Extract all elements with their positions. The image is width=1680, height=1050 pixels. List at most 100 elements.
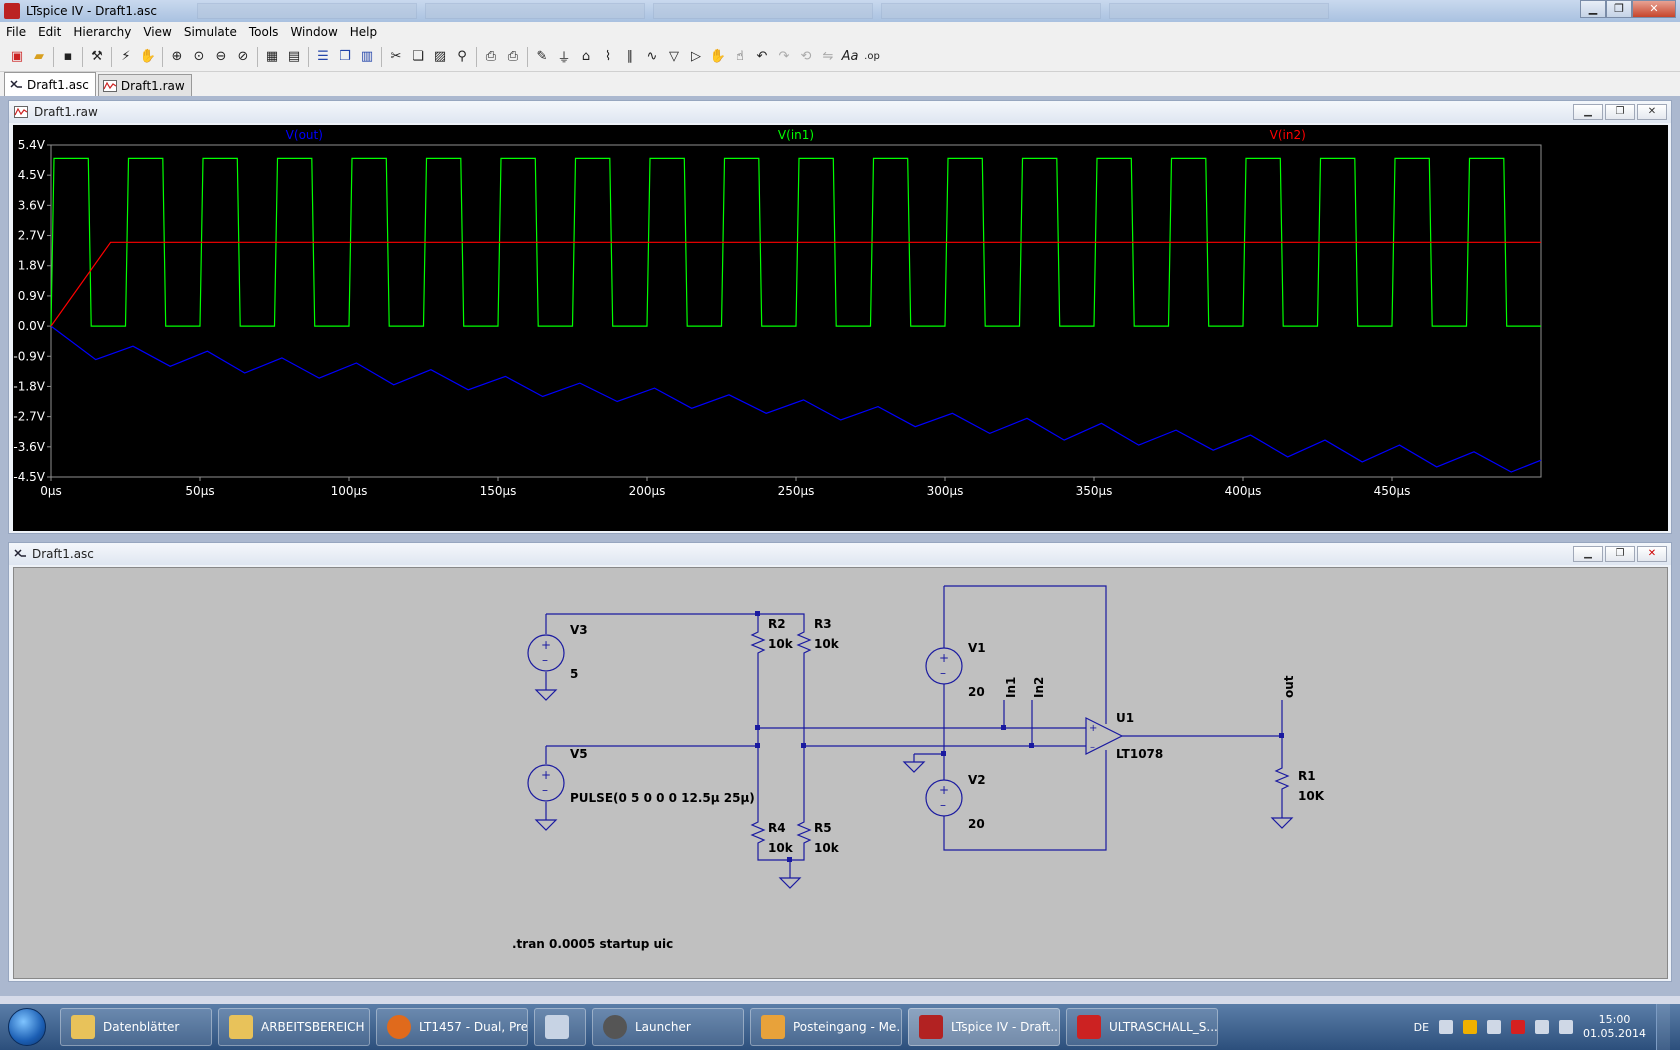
label-r5[interactable]: R5 xyxy=(814,821,832,835)
cut-icon[interactable]: ✂ xyxy=(390,49,402,64)
trace-label[interactable]: V(out) xyxy=(286,128,323,142)
ground-icon[interactable]: ⏚ xyxy=(557,51,571,66)
halt-icon[interactable]: ✋ xyxy=(139,49,157,64)
print-setup-icon[interactable]: ⎙ xyxy=(485,49,497,64)
find-icon[interactable]: ⚲ xyxy=(457,49,467,64)
label-r2[interactable]: R2 xyxy=(768,617,786,631)
move-icon[interactable]: ✋ xyxy=(709,49,727,64)
waveform-chart[interactable]: V(out)V(in1)V(in2) 5.4V4.5V3.6V2.7V1.8V0… xyxy=(13,125,1668,531)
spice-directive-icon[interactable]: .op xyxy=(864,51,880,62)
taskbar-item-arbeitsbereich[interactable]: ARBEITSBEREICH xyxy=(218,1008,370,1046)
net-label-out[interactable]: out xyxy=(1282,675,1296,698)
menu-help[interactable]: Help xyxy=(349,25,378,39)
schematic-canvas[interactable]: + – + – + – + – + – V3 5 xyxy=(13,567,1668,979)
voltage-source-v5[interactable] xyxy=(527,764,565,802)
resistor-r2[interactable] xyxy=(750,628,766,656)
close-button[interactable]: ✕ xyxy=(1632,0,1676,18)
label-r3[interactable]: R3 xyxy=(814,617,832,631)
menu-simulate[interactable]: Simulate xyxy=(183,25,237,39)
zoom-in-icon[interactable]: ⊕ xyxy=(171,49,183,64)
trace-label[interactable]: V(in1) xyxy=(778,128,814,142)
value-v5[interactable]: PULSE(0 5 0 0 0 12.5µ 25µ) xyxy=(570,791,755,805)
menu-view[interactable]: View xyxy=(143,25,172,39)
spice-directive[interactable]: .tran 0.0005 startup uic xyxy=(512,937,673,951)
language-indicator[interactable]: DE xyxy=(1413,1020,1430,1034)
minimize-button[interactable]: ▁ xyxy=(1580,0,1606,18)
voltage-source-v3[interactable] xyxy=(527,634,565,672)
close-button[interactable]: ✕ xyxy=(1637,546,1667,562)
value-r2[interactable]: 10k xyxy=(768,637,794,651)
save-icon[interactable]: ▪ xyxy=(63,49,73,64)
value-v2[interactable]: 20 xyxy=(968,817,985,831)
minimize-button[interactable]: ▁ xyxy=(1573,104,1603,120)
wire[interactable] xyxy=(758,613,805,628)
draw-wire-icon[interactable]: ✎ xyxy=(536,49,548,64)
new-schematic-icon[interactable]: ▣ xyxy=(10,49,24,64)
menu-edit[interactable]: Edit xyxy=(38,25,62,39)
ground-symbol[interactable] xyxy=(534,689,558,701)
menu-tools[interactable]: Tools xyxy=(248,25,279,39)
label-r1[interactable]: R1 xyxy=(1298,769,1316,783)
part-u1[interactable]: LT1078 xyxy=(1116,747,1163,761)
tab-draft1-asc[interactable]: Draft1.asc xyxy=(4,72,96,96)
label-net-icon[interactable]: ⌂ xyxy=(581,49,591,64)
taskbar-item-datenblaetter[interactable]: Datenblätter xyxy=(60,1008,212,1046)
autorange-icon[interactable]: ▦ xyxy=(265,49,279,64)
tile-horizontal-icon[interactable]: ☰ xyxy=(317,49,329,64)
show-desktop-button[interactable] xyxy=(1656,1004,1670,1050)
tray-app-icon[interactable] xyxy=(1463,1020,1478,1034)
wire[interactable] xyxy=(1122,700,1283,737)
ground-symbol[interactable] xyxy=(1270,817,1294,829)
trace-vin1[interactable] xyxy=(50,157,1541,327)
net-label-in1[interactable]: In1 xyxy=(1004,677,1018,698)
voltage-source-v2[interactable] xyxy=(925,779,963,817)
taskbar-item-pdf[interactable]: ULTRASCHALL_S... xyxy=(1066,1008,1218,1046)
manual-limits-icon[interactable]: ▤ xyxy=(287,49,301,64)
value-r5[interactable]: 10k xyxy=(814,841,840,855)
mirror-icon[interactable]: ⇋ xyxy=(822,49,834,64)
taskbar-item-calculator[interactable] xyxy=(534,1008,586,1046)
cascade-icon[interactable]: ❒ xyxy=(339,49,351,64)
run-icon[interactable]: ⚡ xyxy=(121,49,131,64)
ltspice-app-icon[interactable] xyxy=(4,3,20,19)
trace-vin2[interactable] xyxy=(50,241,1541,327)
paste-icon[interactable]: ▨ xyxy=(433,49,447,64)
inductor-icon[interactable]: ∿ xyxy=(646,49,658,64)
text-icon[interactable]: Aa xyxy=(841,49,859,64)
trace-label[interactable]: V(in2) xyxy=(1270,128,1306,142)
ground-symbol[interactable] xyxy=(778,877,802,889)
tray-device-icon[interactable] xyxy=(1487,1020,1502,1034)
label-r4[interactable]: R4 xyxy=(768,821,786,835)
resistor-icon[interactable]: ⌇ xyxy=(604,49,612,64)
schematic-drawing[interactable]: + – + – + – + – + – V3 5 xyxy=(14,568,1667,978)
menu-hierarchy[interactable]: Hierarchy xyxy=(73,25,132,39)
close-button[interactable]: ✕ xyxy=(1637,104,1667,120)
start-button[interactable] xyxy=(0,1004,54,1050)
open-folder-icon[interactable]: ▰ xyxy=(34,49,44,64)
maximize-button[interactable]: ❐ xyxy=(1606,0,1632,18)
wire[interactable] xyxy=(944,585,1107,724)
network-icon[interactable] xyxy=(1535,1020,1550,1034)
ground-symbol[interactable] xyxy=(902,754,926,773)
clock[interactable]: 15:00 01.05.2014 xyxy=(1583,1013,1646,1041)
minimize-button[interactable]: ▁ xyxy=(1573,546,1603,562)
taskbar-item-launcher[interactable]: Launcher xyxy=(592,1008,744,1046)
value-v1[interactable]: 20 xyxy=(968,685,985,699)
capacitor-icon[interactable]: ∥ xyxy=(626,49,634,64)
wire[interactable] xyxy=(943,750,1107,851)
resistor-r3[interactable] xyxy=(796,628,812,656)
drag-icon[interactable]: ☝ xyxy=(736,49,744,64)
rotate-icon[interactable]: ⟲ xyxy=(800,49,812,64)
zoom-out-icon[interactable]: ⊖ xyxy=(215,49,227,64)
restore-button[interactable]: ❐ xyxy=(1605,104,1635,120)
tile-vertical-icon[interactable]: ▥ xyxy=(360,49,374,64)
ground-symbol[interactable] xyxy=(534,819,558,831)
net-label-in2[interactable]: In2 xyxy=(1032,677,1046,698)
taskbar-item-ltspice[interactable]: LTspice IV - Draft... xyxy=(908,1008,1060,1046)
volume-icon[interactable] xyxy=(1559,1020,1574,1034)
copy-icon[interactable]: ❏ xyxy=(412,49,424,64)
wire[interactable] xyxy=(757,846,805,861)
resistor-r5[interactable] xyxy=(796,818,812,846)
resistor-r4[interactable] xyxy=(750,818,766,846)
